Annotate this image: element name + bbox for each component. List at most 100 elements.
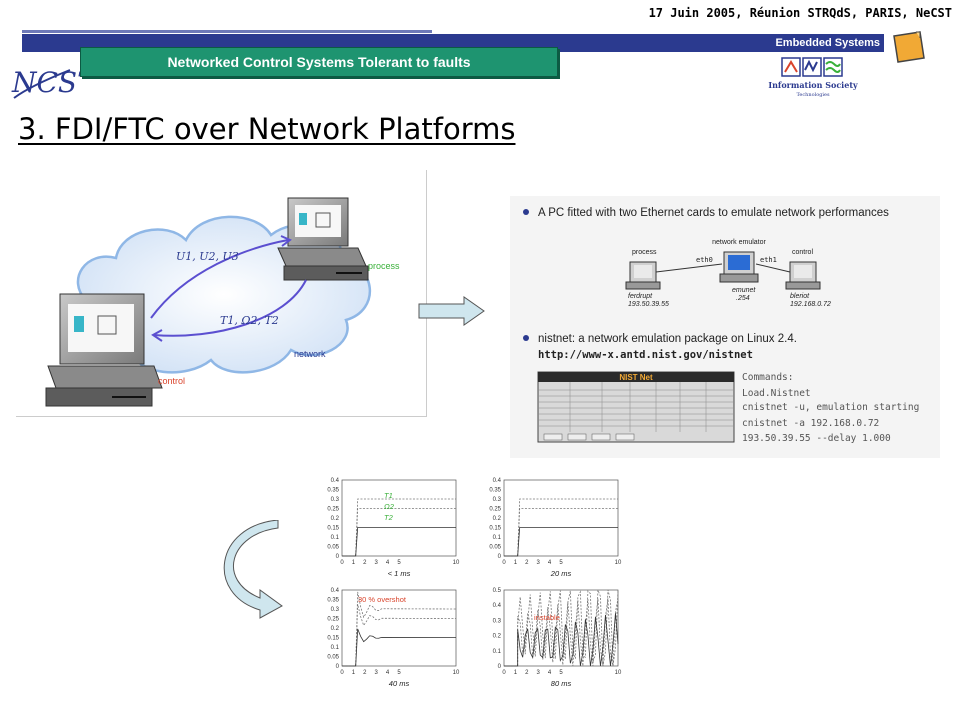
- section-heading: 3. FDI/FTC over Network Platforms: [18, 112, 516, 146]
- plot-caption: < 1 ms: [388, 569, 411, 578]
- y-tick-label: 0.15: [489, 526, 501, 532]
- ferdrupt-label: ferdrupt: [628, 293, 653, 300]
- response-trace: [342, 628, 457, 667]
- y-tick-label: 0.2: [493, 516, 502, 522]
- ferdrupt-ip: 193.50.39.55: [628, 301, 669, 308]
- response-trace: [504, 589, 619, 667]
- x-tick-label: 4: [548, 560, 552, 566]
- information-society-logo: Information Society Technologies: [768, 57, 858, 98]
- ncst-logo: NCST: [11, 66, 80, 99]
- y-tick-label: 0.3: [493, 497, 502, 503]
- control-label: control: [158, 376, 185, 386]
- emunet-label: emunet: [732, 287, 756, 294]
- x-tick-label: 0: [502, 560, 506, 566]
- ist-logo-subtext: Technologies: [796, 92, 830, 98]
- y-tick-label: 0.25: [489, 507, 501, 513]
- x-tick-label: 1: [352, 560, 356, 566]
- sticky-note-icon: [893, 31, 925, 63]
- response-trace: [504, 613, 619, 667]
- inputs-label: U1, U2, U3: [176, 250, 239, 263]
- plot-caption: 40 ms: [389, 679, 410, 688]
- commands-title: Commands:: [742, 372, 793, 383]
- response-trace: [504, 527, 618, 557]
- x-tick-label: 3: [537, 560, 541, 566]
- right-arrow-icon: [418, 296, 485, 326]
- response-trace: [504, 598, 619, 667]
- y-tick-label: 0.2: [331, 516, 340, 522]
- header-meeting-info: 17 Juin 2005, Réunion STRQdS, PARIS, NeC…: [648, 6, 952, 20]
- plot-frame: [341, 479, 457, 557]
- emulator-illustration: A PC fitted with two Ethernet cards to e…: [523, 207, 919, 444]
- x-tick-label: 10: [615, 670, 622, 676]
- plot-legend-label: Ω2: [384, 502, 395, 511]
- plot-1: 0.4 0.35 0.3 0.25 0.2 0.15 0.1 0.05 00 1 2 3 4 5 10 < 1…: [327, 478, 460, 578]
- y-tick-label: 0.15: [327, 636, 339, 642]
- plot-legend-label: T2: [384, 513, 394, 522]
- x-tick-label: 5: [397, 670, 401, 676]
- nistnet-url: http://www-x.antd.nist.gov/nistnet: [538, 349, 753, 361]
- plot-annotation: 30 % overshot: [358, 595, 407, 604]
- y-tick-label: 0.25: [327, 507, 339, 513]
- y-tick-label: 0.35: [327, 488, 339, 494]
- plot-legend-label: T1: [384, 491, 393, 500]
- y-tick-label: 0.25: [327, 617, 339, 623]
- y-tick-label: 0.3: [493, 618, 502, 624]
- y-tick-label: 0.4: [493, 603, 502, 609]
- x-tick-label: 5: [397, 560, 401, 566]
- control-computer: [45, 293, 163, 407]
- x-tick-label: 0: [502, 670, 506, 676]
- y-tick-label: 0.4: [331, 478, 340, 484]
- y-tick-label: 0.2: [331, 626, 340, 632]
- x-tick-label: 0: [340, 560, 344, 566]
- y-tick-label: 0.4: [493, 478, 502, 484]
- y-tick-label: 0.3: [331, 497, 340, 503]
- x-tick-label: 2: [525, 560, 529, 566]
- x-tick-label: 5: [559, 560, 563, 566]
- y-tick-label: 0: [498, 664, 502, 670]
- process-label: process: [368, 261, 400, 271]
- x-tick-label: 3: [375, 670, 379, 676]
- y-tick-label: 0.4: [331, 588, 340, 594]
- eth1-label: eth1: [760, 256, 777, 264]
- process-computer: [277, 197, 369, 281]
- plot-frame: [341, 589, 457, 667]
- x-tick-label: 5: [559, 670, 563, 676]
- x-tick-label: 1: [352, 670, 356, 676]
- response-trace: [342, 604, 457, 667]
- x-tick-label: 0: [340, 670, 344, 676]
- x-tick-label: 4: [548, 670, 552, 676]
- x-tick-label: 3: [537, 670, 541, 676]
- y-tick-label: 0: [336, 554, 340, 560]
- ist-logo-text: Information Society: [768, 80, 858, 90]
- bullet-text-nistnet: nistnet: a network emulation package on …: [538, 333, 797, 345]
- title-tab: Networked Control Systems Tolerant to fa…: [80, 47, 558, 77]
- curved-arrow-icon: [223, 520, 283, 619]
- command-4: 193.50.39.55 --delay 1.000: [742, 433, 891, 444]
- y-tick-label: 0.05: [327, 545, 339, 551]
- y-tick-label: 0.1: [331, 645, 340, 651]
- outputs-label: T1, Ω2, T2: [220, 314, 279, 327]
- y-tick-label: 0.15: [327, 526, 339, 532]
- bleriot-label: bleriot: [790, 293, 810, 300]
- y-tick-label: 0: [498, 554, 502, 560]
- y-tick-label: 0.1: [493, 649, 502, 655]
- node-emulator-label: network emulator: [712, 239, 766, 246]
- y-tick-label: 0.05: [489, 545, 501, 551]
- response-trace: [504, 508, 618, 557]
- y-tick-label: 0.1: [493, 535, 502, 541]
- x-tick-label: 3: [375, 560, 379, 566]
- x-tick-label: 4: [386, 560, 390, 566]
- y-tick-label: 0.1: [331, 535, 340, 541]
- x-tick-label: 2: [363, 560, 367, 566]
- x-tick-label: 10: [453, 560, 460, 566]
- eth0-label: eth0: [696, 256, 713, 264]
- emunet-ip: .254: [736, 295, 750, 302]
- node-control-label: control: [792, 249, 813, 256]
- embedded-systems-label: Embedded Systems: [775, 37, 880, 49]
- x-tick-label: 2: [363, 670, 367, 676]
- command-3: cnistnet -a 192.168.0.72: [742, 418, 879, 429]
- plot-caption: 20 ms: [550, 569, 572, 578]
